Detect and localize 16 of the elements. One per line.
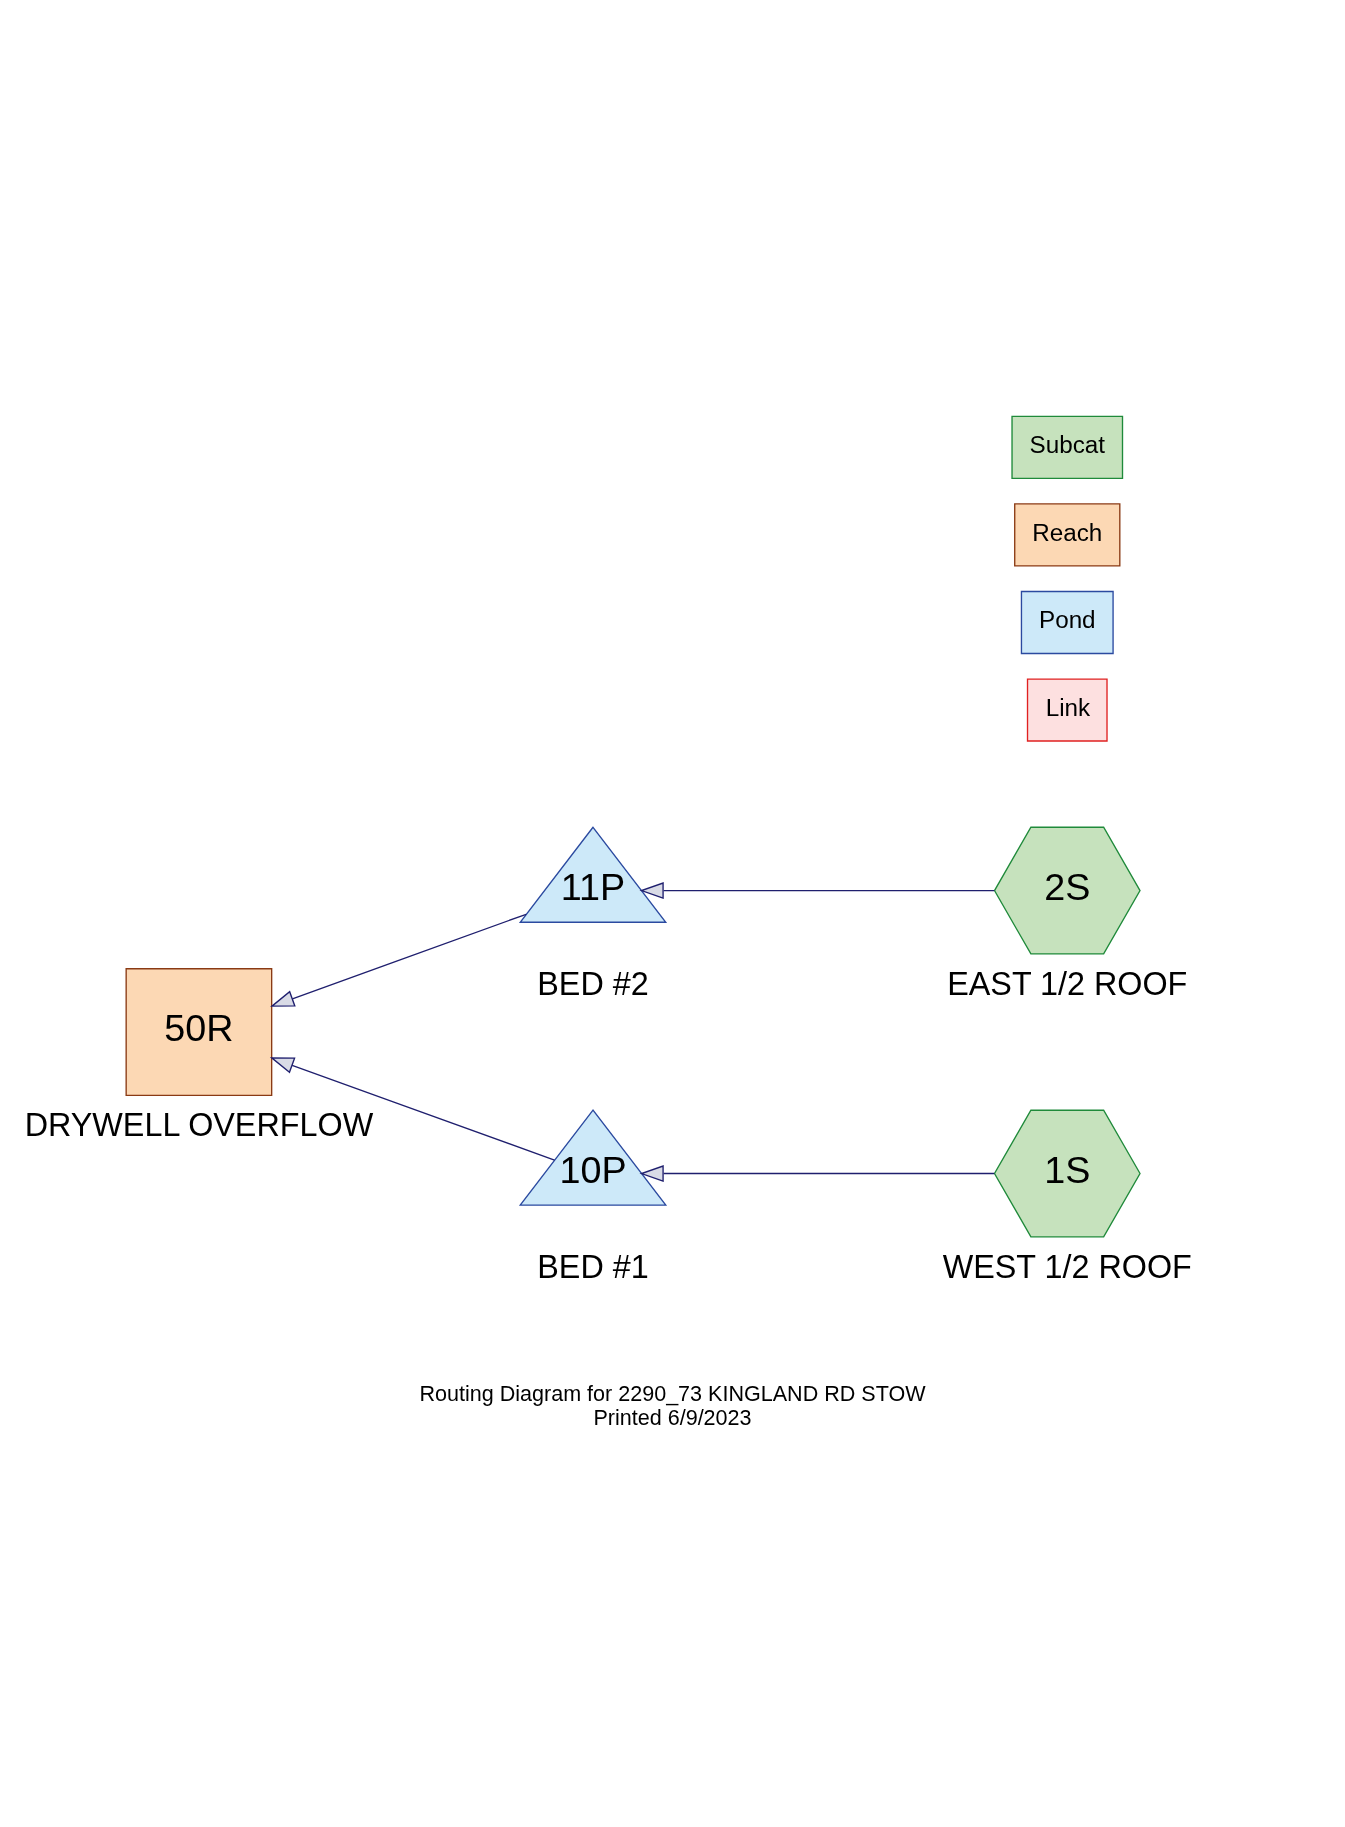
node-box: 50R xyxy=(125,968,273,1097)
legend-label: Subcat xyxy=(1029,431,1106,459)
node-label: BED #2 xyxy=(537,965,649,1002)
node-label: DRYWELL OVERFLOW xyxy=(24,1107,374,1144)
legend-label: Reach xyxy=(1032,518,1103,546)
arrow xyxy=(270,913,527,1007)
node-label: BED #1 xyxy=(537,1248,649,1285)
diagram-title: Routing Diagram for 2290_73 KINGLAND RD STOW xyxy=(419,1380,926,1406)
node-label: EAST 1/2 ROOF xyxy=(947,965,1188,1002)
arrow xyxy=(639,882,995,900)
legend-label: Link xyxy=(1045,693,1091,721)
arrow xyxy=(639,1165,995,1183)
node-label: WEST 1/2 ROOF xyxy=(942,1248,1192,1285)
caption: Printed 6/9/2023 xyxy=(593,1405,752,1431)
legend-label: Pond xyxy=(1038,606,1096,634)
arrow xyxy=(269,1057,556,1161)
